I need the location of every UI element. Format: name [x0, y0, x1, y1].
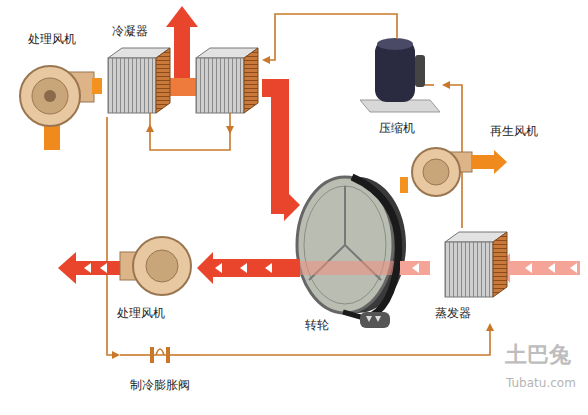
flow-chevrons — [570, 263, 577, 273]
flow-chevrons — [215, 263, 222, 273]
desiccant-wheel — [297, 177, 406, 328]
condenser-coils — [150, 113, 230, 150]
arrowhead — [442, 81, 450, 89]
flow-chevrons — [240, 263, 247, 273]
regeneration-fan — [472, 155, 494, 169]
flow-chevrons — [265, 263, 272, 273]
fan-label-box: 处理风机 — [12, 30, 92, 142]
evaporator-box: 蒸发器 — [430, 228, 512, 323]
arrowhead — [486, 323, 494, 331]
component-label: 再生风机 — [490, 124, 538, 139]
condenser-coils — [226, 126, 234, 134]
evaporator-coil — [445, 232, 580, 297]
desiccant-wheel — [352, 177, 399, 318]
expansion-valve-symbol — [154, 349, 166, 355]
flow-chevrons — [100, 263, 107, 273]
evaporator-coil — [445, 232, 507, 297]
desiccant-wheel — [366, 316, 372, 322]
fan-label-box: 处理风机 — [112, 228, 197, 323]
flow-chevrons — [525, 263, 532, 273]
compressor — [415, 55, 425, 87]
watermark: 土巴兔 — [505, 340, 571, 370]
condenser-coils — [146, 124, 154, 132]
process-fan-top — [20, 66, 80, 126]
arrowhead — [112, 351, 120, 359]
arrowhead — [262, 56, 270, 64]
regeneration-fan — [412, 148, 460, 196]
airflow-arrow — [262, 88, 284, 205]
airflow-arrow — [213, 259, 300, 277]
evaporator-coil — [505, 261, 580, 275]
expansion-valve-symbol — [120, 354, 150, 356]
component-label: 处理风机 — [117, 306, 165, 321]
desiccant-wheel — [360, 312, 390, 328]
airflow-arrow — [92, 78, 102, 94]
refrigerant-pipe — [107, 117, 120, 359]
process-fan-bottom — [75, 261, 123, 275]
process-fan-bottom — [58, 237, 191, 295]
airflow-arrow — [400, 177, 408, 193]
watermark: Tubatu.com — [506, 376, 576, 390]
valve-box: 制冷膨胀阀 — [120, 340, 200, 395]
regeneration-fan — [423, 159, 449, 185]
process-fan-bottom — [58, 252, 76, 284]
desiccant-wheel — [304, 186, 386, 304]
regeneration-fan — [412, 148, 507, 196]
compressor — [425, 84, 434, 86]
component-label: 制冷膨胀阀 — [130, 378, 190, 393]
arrowhead — [197, 252, 213, 284]
flow-chevrons — [84, 263, 577, 273]
airflow-arrow — [400, 185, 408, 186]
expansion-valve-symbol — [166, 347, 170, 363]
regen-fan-box: 再生风机 — [408, 122, 543, 204]
flow-chevrons — [548, 263, 555, 273]
expansion-valve-symbol — [170, 354, 200, 356]
flow-chevrons — [84, 263, 91, 273]
wheel-box: 转轮 — [300, 175, 400, 335]
condenser-coils — [196, 48, 258, 113]
process-fan-bottom — [146, 250, 178, 282]
regeneration-fan — [494, 150, 507, 174]
expansion-valve-symbol — [120, 347, 200, 363]
compressor — [396, 30, 398, 39]
compressor — [360, 30, 440, 112]
condenser-coils — [166, 6, 198, 27]
desiccant-wheel — [375, 316, 381, 322]
desiccant-wheel — [344, 186, 346, 245]
condenser-coils — [108, 6, 258, 150]
expansion-valve-symbol — [150, 347, 154, 363]
component-label: 处理风机 — [28, 32, 76, 47]
process-fan-top — [20, 66, 94, 150]
component-label: 冷凝器 — [112, 24, 148, 39]
refrigerant-pipe — [200, 331, 490, 355]
airflow-arrow — [92, 86, 102, 87]
component-label: 蒸发器 — [435, 306, 471, 321]
process-fan-top — [44, 90, 56, 102]
arrowhead — [284, 189, 300, 221]
process-fan-bottom — [133, 237, 191, 295]
compressor — [377, 38, 413, 50]
desiccant-wheel — [300, 261, 400, 275]
condenser-coils — [108, 48, 170, 113]
component-label: 转轮 — [305, 318, 329, 333]
compressor-box: 压缩机 — [352, 30, 442, 138]
condenser-coils — [174, 24, 190, 78]
airflow-arrow — [262, 88, 300, 221]
component-label: 压缩机 — [379, 121, 415, 136]
airflow-arrow — [197, 252, 300, 284]
process-fan-top — [32, 78, 68, 114]
refrigerant-pipe — [107, 117, 112, 355]
airflow-arrow — [400, 261, 430, 275]
refrigerant-pipe — [200, 323, 494, 355]
condenser-box: 冷凝器 — [102, 22, 262, 117]
flow-chevrons — [412, 263, 419, 273]
